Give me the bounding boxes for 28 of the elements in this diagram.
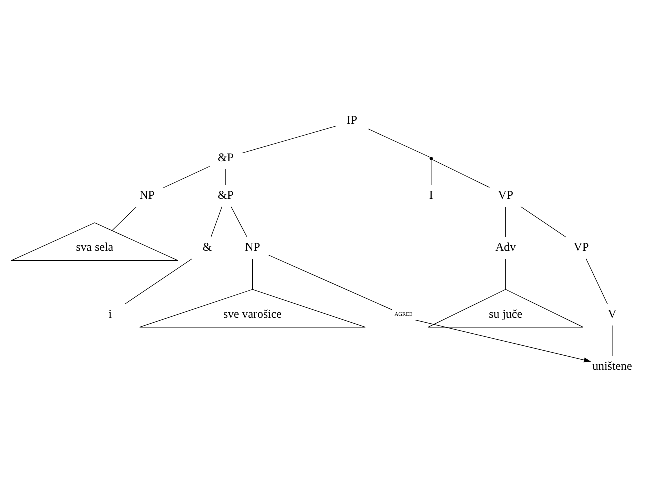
- node-text: i: [108, 306, 112, 320]
- connector: [231, 206, 248, 238]
- node-text: V: [608, 306, 617, 320]
- connector: [431, 159, 432, 186]
- node-text: &P: [218, 150, 234, 164]
- connector: [125, 258, 193, 304]
- node-text: uništene: [592, 358, 632, 372]
- connector: [112, 206, 137, 231]
- connector: [210, 206, 222, 238]
- node-text: VP: [574, 240, 590, 254]
- node-text: &: [202, 240, 212, 254]
- node-text: I: [429, 188, 434, 202]
- connector: [520, 206, 567, 238]
- connector: [432, 158, 490, 188]
- connector: [163, 166, 210, 188]
- node-text: IP: [346, 112, 358, 127]
- node-text: VP: [498, 188, 514, 202]
- connector: [612, 324, 613, 356]
- node-text: NP: [140, 188, 155, 202]
- connector: [252, 258, 254, 290]
- node-text: &P: [218, 188, 234, 202]
- node-text: NP: [245, 240, 260, 254]
- node-point: [430, 156, 433, 160]
- connector: [368, 128, 431, 158]
- arrow: [268, 254, 592, 362]
- node-text: Adv: [496, 240, 516, 254]
- connector: [586, 258, 608, 304]
- connector: [242, 126, 336, 154]
